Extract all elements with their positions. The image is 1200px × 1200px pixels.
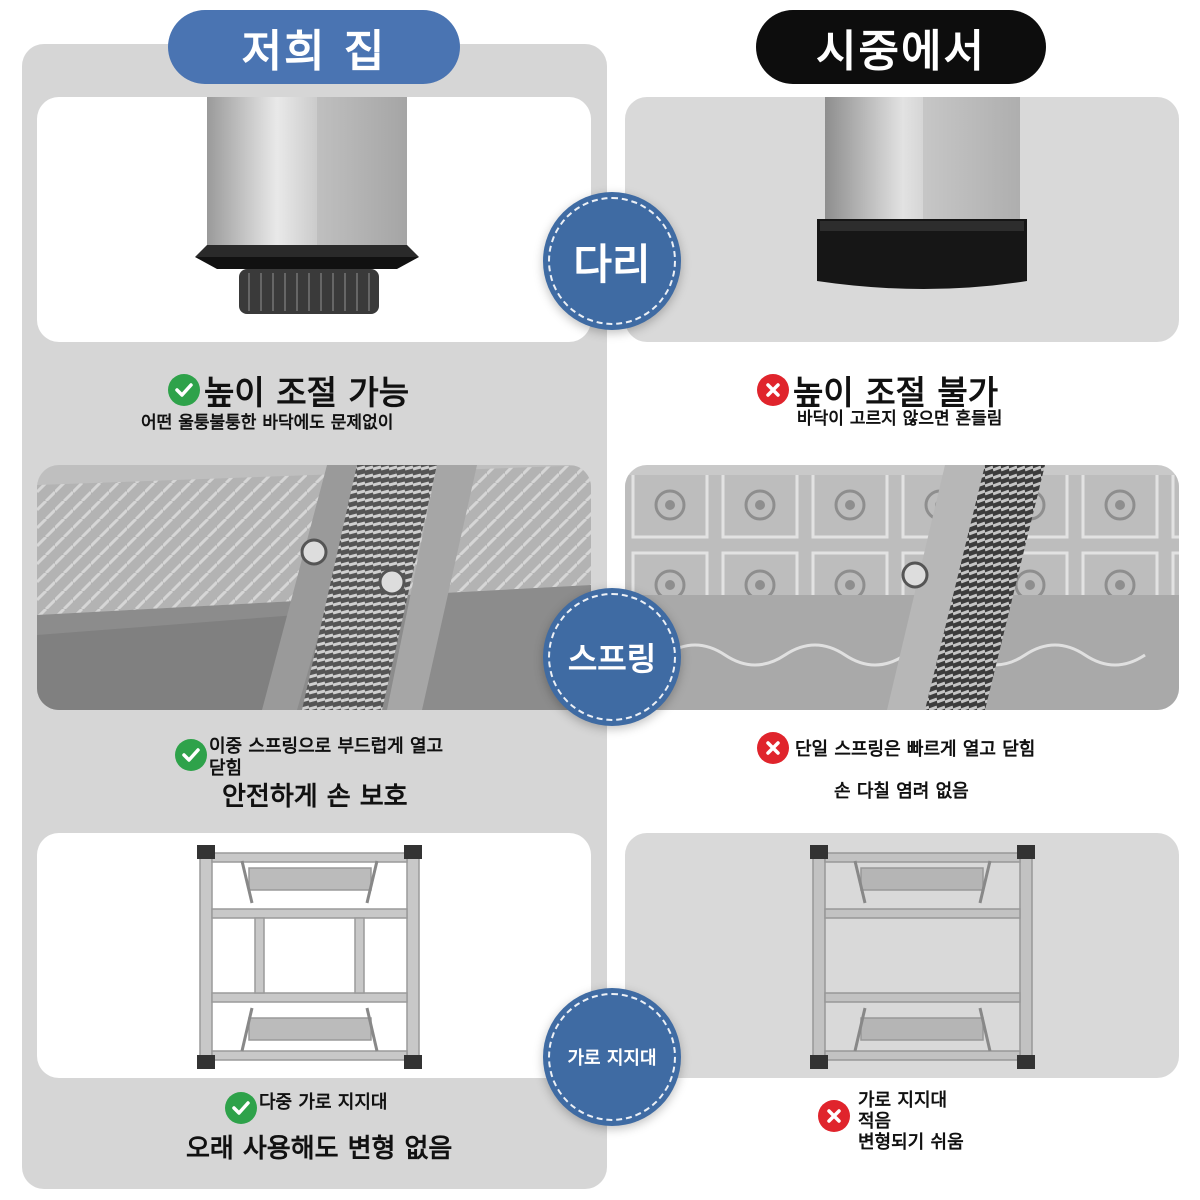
legs-circle-badge: 다리 <box>543 192 681 330</box>
check-icon <box>175 739 207 771</box>
check-icon <box>225 1092 257 1124</box>
market-legs-subtitle: 바닥이 고르지 않으면 흔들림 <box>797 409 1003 429</box>
ours-header-label: 저희 집 <box>241 26 387 77</box>
ours-crossbar-line1: 다중 가로 지지대 <box>259 1092 388 1113</box>
ours-spring-photo <box>37 465 591 710</box>
crossbar-circle-label: 가로 지지대 <box>567 1048 657 1069</box>
ours-spring-line2: 안전하게 손 보호 <box>222 782 408 812</box>
market-crossbar-photo <box>625 833 1179 1078</box>
market-spring-caption: 단일 스프링은 빠르게 열고 닫힘 <box>757 732 1035 764</box>
market-leg-photo <box>625 97 1179 342</box>
legs-circle-label: 다리 <box>573 239 651 289</box>
ours-legs-title: 높이 조절 가능 <box>204 373 410 412</box>
market-crossbar-caption: 가로 지지대 적음 변형되기 쉬움 <box>818 1090 964 1153</box>
cross-icon <box>757 732 789 764</box>
cross-icon <box>818 1100 850 1132</box>
ours-spring-caption: 이중 스프링으로 부드럽게 열고 닫힘 <box>175 736 459 780</box>
ours-crossbar-line2: 오래 사용해도 변형 없음 <box>186 1134 453 1164</box>
market-legs-caption: 높이 조절 불가 <box>757 366 998 414</box>
market-spring-photo <box>625 465 1179 710</box>
ours-leg-photo <box>37 97 591 342</box>
market-crossbar-line1: 가로 지지대 적음 <box>858 1090 948 1132</box>
ours-legs-caption: 높이 조절 가능 <box>168 366 409 414</box>
ours-legs-subtitle: 어떤 울퉁불퉁한 바닥에도 문제없이 <box>141 413 394 433</box>
crossbar-circle-badge: 가로 지지대 <box>543 988 681 1126</box>
ours-header-pill: 저희 집 <box>168 10 460 84</box>
spring-circle-badge: 스프링 <box>543 588 681 726</box>
cross-icon <box>757 374 789 406</box>
market-spring-line1: 단일 스프링은 빠르게 열고 닫힘 <box>795 739 1036 760</box>
market-header-label: 시중에서 <box>816 26 986 77</box>
check-icon <box>168 374 200 406</box>
market-crossbar-line2: 변형되기 쉬움 <box>858 1132 964 1153</box>
spring-circle-label: 스프링 <box>567 640 657 678</box>
ours-spring-line1: 이중 스프링으로 부드럽게 열고 닫힘 <box>209 736 444 779</box>
market-header-pill: 시중에서 <box>756 10 1046 84</box>
ours-crossbar-caption: 다중 가로 지지대 <box>225 1088 387 1124</box>
ours-crossbar-photo <box>37 833 591 1078</box>
market-legs-title: 높이 조절 불가 <box>793 373 999 412</box>
market-spring-line2: 손 다칠 염려 없음 <box>834 781 969 802</box>
